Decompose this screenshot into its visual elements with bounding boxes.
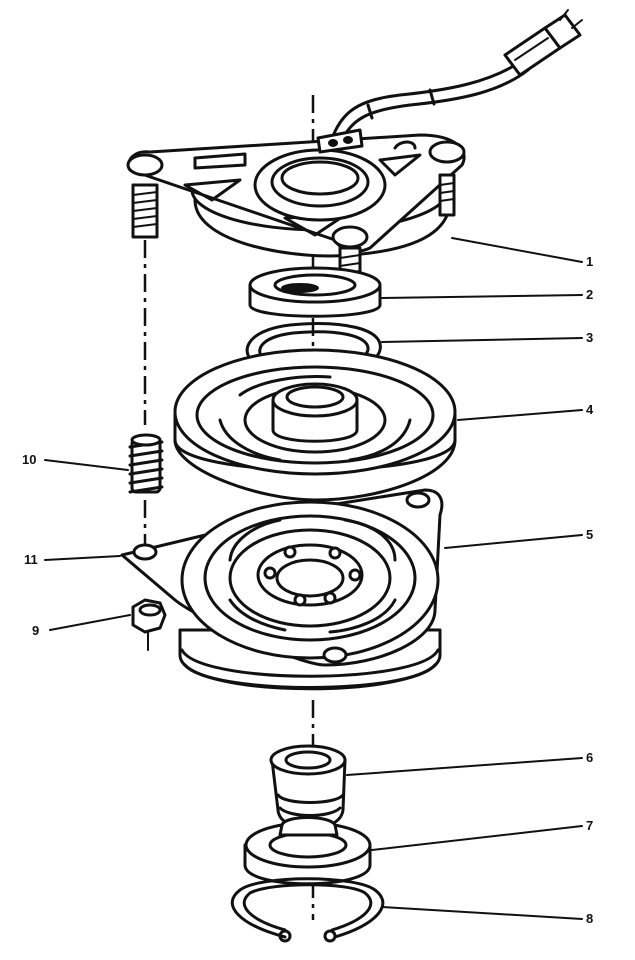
callout-11: 11 (24, 552, 38, 567)
callout-labels: 1 2 3 4 5 6 7 8 9 10 11 (22, 254, 594, 926)
callout-7: 7 (586, 818, 593, 833)
leader-3 (381, 337, 583, 343)
lock-nut (131, 598, 167, 634)
callout-10: 10 (22, 452, 36, 467)
leader-1 (451, 237, 583, 263)
leader-4 (457, 409, 583, 421)
callout-8: 8 (586, 911, 593, 926)
bearing-upper (248, 266, 382, 318)
spring (128, 433, 164, 494)
callout-3: 3 (586, 330, 593, 345)
rotor-pulley (173, 348, 457, 502)
leader-10 (44, 459, 129, 471)
leader-lines (44, 237, 583, 920)
callout-1: 1 (586, 254, 593, 269)
hub-spacer (269, 744, 347, 831)
armature-plate (120, 488, 444, 691)
field-coil-assembly (126, 128, 466, 258)
callout-4: 4 (586, 402, 594, 417)
leader-5 (444, 534, 583, 549)
leader-2 (381, 294, 583, 299)
mounting-bolt-left (131, 183, 159, 239)
callout-6: 6 (586, 750, 593, 765)
wire-harness (328, 9, 583, 147)
bearing-lower (243, 816, 372, 886)
leader-8 (381, 906, 583, 920)
leader-7 (371, 825, 583, 851)
mounting-bolt-right (438, 173, 456, 217)
connector-plug (503, 9, 583, 77)
bolt-axis (143, 240, 149, 651)
leader-9 (49, 614, 131, 631)
callout-9: 9 (32, 623, 39, 638)
callout-2: 2 (586, 287, 593, 302)
snap-ring-lower (230, 877, 385, 943)
leader-6 (346, 757, 583, 776)
leader-11 (44, 555, 121, 561)
callout-5: 5 (586, 527, 593, 542)
